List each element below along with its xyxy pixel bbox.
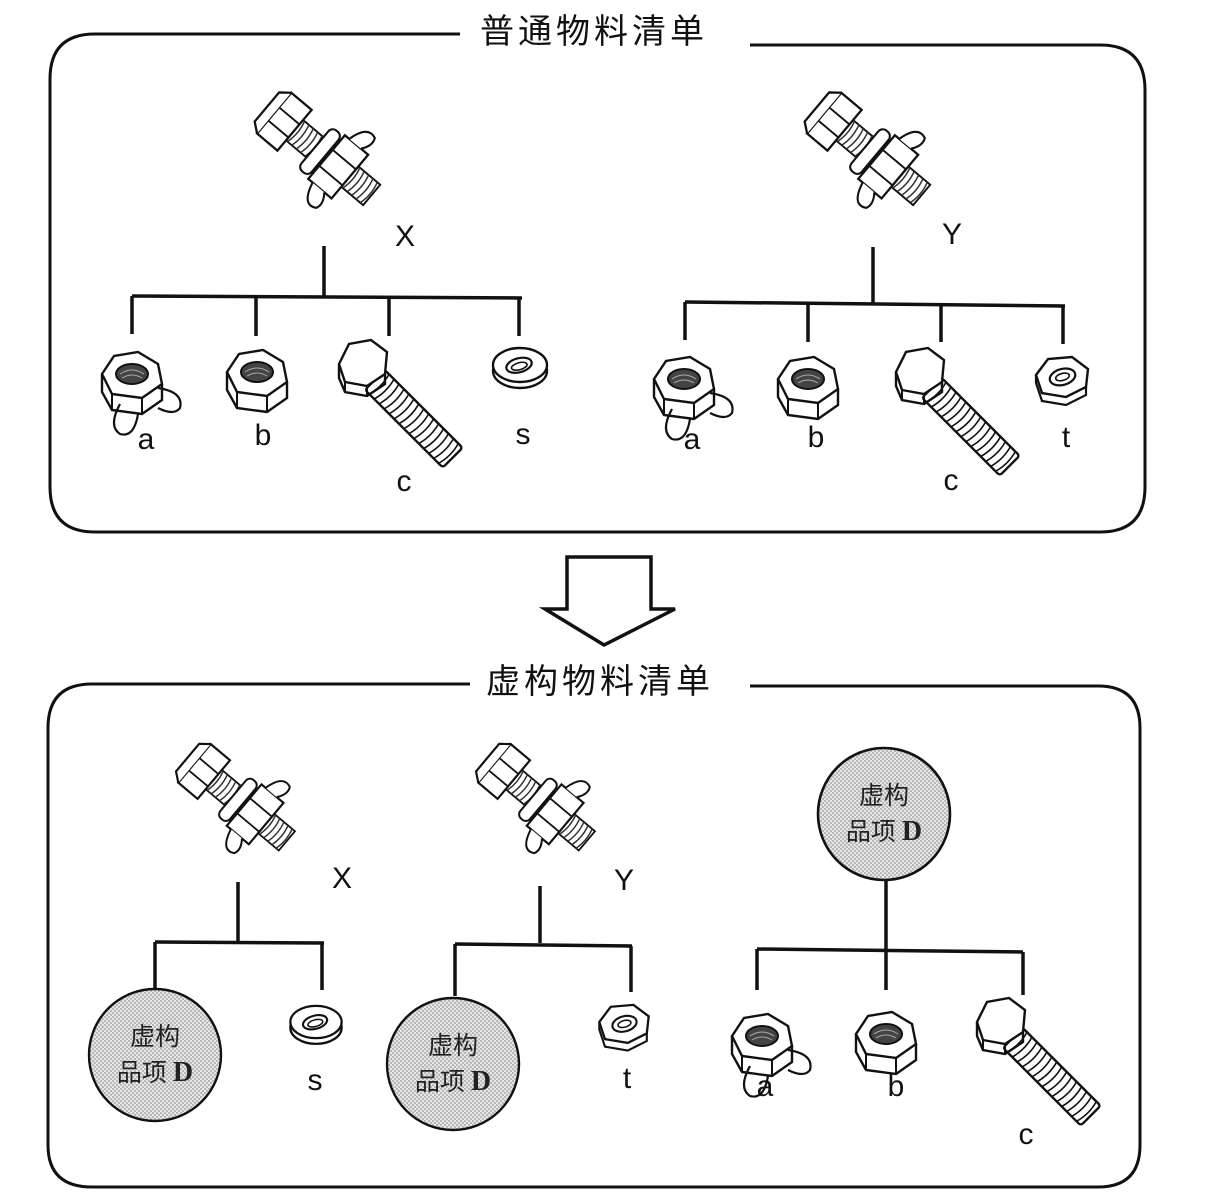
phantom-code: D <box>172 1057 194 1088</box>
phantom-code: D <box>901 816 923 847</box>
label-c: c <box>1018 1118 1034 1151</box>
phantom-item-d-circle <box>385 996 521 1132</box>
bottom-y-tree <box>453 886 633 996</box>
label-y: Y <box>941 218 963 251</box>
phantom-line1: 虚构 <box>129 1022 180 1051</box>
label-x: X <box>331 862 353 895</box>
top-y-tree <box>683 247 1066 344</box>
phantom-line1: 虚构 <box>427 1031 478 1060</box>
assembly-x-icon <box>235 70 403 233</box>
bottom-panel-frame <box>46 682 1142 1189</box>
phantom-line2: 品项 <box>116 1058 167 1087</box>
thin-nut-t-icon <box>1034 355 1090 407</box>
label-c: c <box>396 465 412 498</box>
label-t: t <box>622 1062 632 1095</box>
phantom-item-d-circle <box>87 987 223 1123</box>
label-t: t <box>1061 421 1071 454</box>
phantom-code: D <box>470 1066 492 1097</box>
phantom-item-d-root-circle <box>816 746 952 882</box>
phantom-d-tree <box>755 880 1025 995</box>
thin-nut-t-icon <box>598 1003 650 1052</box>
label-b: b <box>887 1070 905 1103</box>
top-panel-title: 普通物料清单 <box>468 12 720 52</box>
label-b: b <box>807 421 825 454</box>
assembly-x-icon <box>157 722 317 877</box>
bottom-x-tree <box>153 882 325 990</box>
label-s: s <box>515 418 531 451</box>
phantom-line2: 品项 <box>414 1067 465 1096</box>
top-panel-frame <box>48 32 1147 534</box>
down-arrow-icon <box>538 555 676 648</box>
hex-nut-b-icon <box>854 1010 918 1076</box>
bolt-c-icon <box>337 338 464 469</box>
label-a: a <box>683 423 701 456</box>
hex-nut-b-icon <box>776 355 840 421</box>
washer-s-icon <box>491 346 549 390</box>
hex-nut-b-icon <box>225 348 289 414</box>
phantom-line1: 虚构 <box>858 781 909 810</box>
bolt-c-icon <box>975 996 1102 1127</box>
assembly-y-icon <box>457 722 617 877</box>
top-x-tree <box>130 246 523 336</box>
label-s: s <box>307 1064 323 1097</box>
label-y: Y <box>613 864 635 897</box>
washer-s-icon <box>289 1004 343 1045</box>
label-b: b <box>254 419 272 452</box>
phantom-line2: 品项 <box>845 817 896 846</box>
bottom-panel-title: 虚构物料清单 <box>474 662 726 702</box>
assembly-y-icon <box>785 70 953 233</box>
label-a: a <box>756 1070 774 1103</box>
bolt-c-icon <box>894 346 1021 477</box>
label-x: X <box>394 220 416 253</box>
label-c: c <box>943 464 959 497</box>
label-a: a <box>137 423 155 456</box>
